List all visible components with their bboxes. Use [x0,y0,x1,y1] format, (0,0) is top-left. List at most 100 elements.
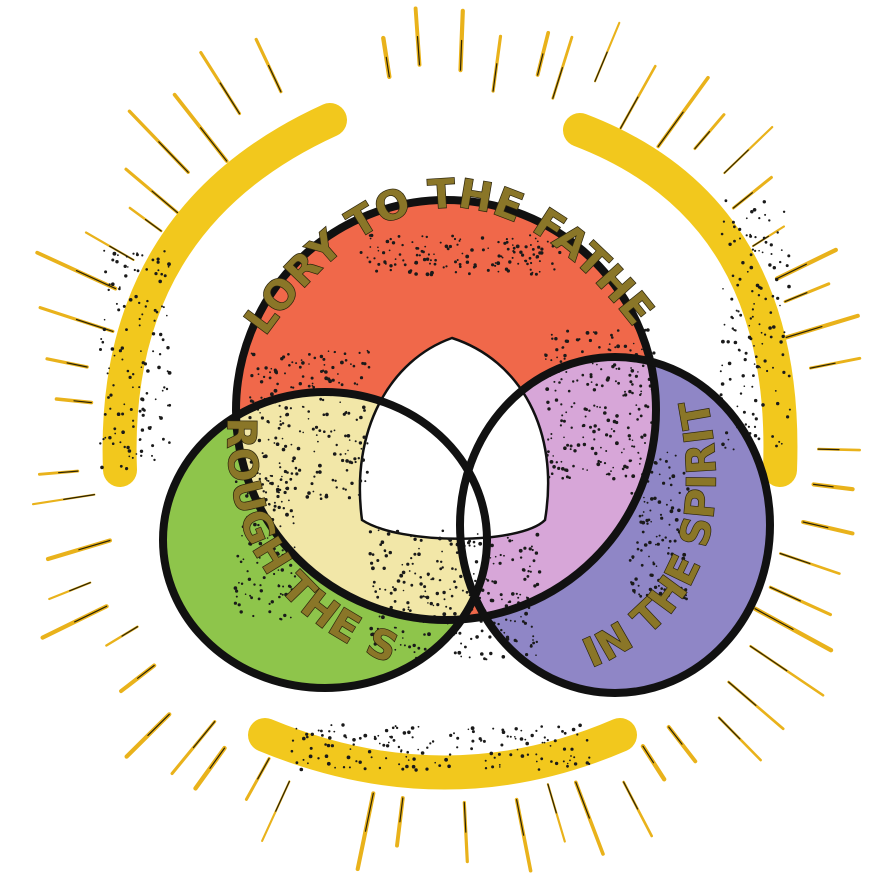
stipple-dot [318,730,320,732]
stipple-dot [496,261,500,265]
stipple-dot [284,372,286,374]
stipple-dot [634,592,636,594]
stipple-dot [356,419,358,421]
stipple-dot [270,475,272,477]
stipple-dot [600,447,602,449]
stipple-dot [515,727,518,730]
stipple-dot [459,240,461,242]
stipple-dot [382,744,385,747]
stipple-dot [392,241,395,244]
stipple-dot [132,373,134,375]
stipple-dot [532,642,535,645]
stipple-dot [728,362,732,366]
stipple-dot [163,250,165,252]
stipple-dot [474,263,477,266]
stipple-dot [550,437,552,439]
stipple-dot [776,402,779,405]
stipple-dot [540,251,544,255]
stipple-dot [366,442,368,444]
stipple-dot [363,409,366,412]
stipple-dot [148,426,151,429]
stipple-dot [259,412,261,414]
stipple-dot [356,383,358,385]
stipple-dot [303,759,305,761]
stipple-dot [624,393,627,396]
stipple-dot [758,294,760,296]
stipple-dot [360,251,363,254]
stipple-dot [538,570,541,573]
stipple-dot [388,742,390,744]
stipple-dot [410,536,412,538]
stipple-dot [341,383,344,386]
stipple-dot [379,767,381,769]
stipple-dot [333,452,337,456]
stipple-dot [424,596,426,598]
stipple-dot [665,460,668,463]
stipple-dot [522,620,525,623]
stipple-dot [245,593,247,595]
stipple-dot [514,639,517,642]
stipple-dot [654,461,657,464]
stipple-dot [564,447,566,449]
stipple-dot [291,444,293,446]
stipple-dot [660,514,662,516]
stipple-dot [779,305,781,307]
stipple-dot [725,431,728,434]
stipple-dot [240,610,243,613]
sun-ray-shadow [148,714,169,735]
stipple-dot [787,285,791,289]
stipple-dot [555,398,558,401]
stipple-dot [249,595,251,597]
stipple-dot [383,567,386,570]
stipple-dot [761,332,763,334]
stipple-dot [408,609,410,611]
stipple-dot [390,736,393,739]
stipple-dot [396,727,398,729]
stipple-dot [736,310,738,312]
sun-ray-shadow [770,587,800,601]
stipple-dot [308,363,310,365]
stipple-dot [453,732,455,734]
stipple-dot [108,289,110,291]
stipple-dot [334,767,336,769]
stipple-dot [638,585,640,587]
sun-ray-shadow [755,609,793,630]
stipple-dot [404,644,406,646]
stipple-dot [279,462,281,464]
stipple-dot [629,380,632,383]
stipple-dot [288,500,290,502]
stipple-dot [386,240,390,244]
stipple-dot [564,358,566,360]
stipple-dot [629,438,631,440]
stipple-dot [167,262,171,266]
stipple-dot [487,247,489,249]
stipple-dot [250,596,253,599]
stipple-dot [115,260,118,263]
stipple-dot [481,630,484,633]
stipple-dot [404,263,407,266]
stipple-dot [402,571,406,575]
stipple-dot [280,416,282,418]
stipple-dot [299,382,302,385]
stipple-dot [607,419,611,423]
stipple-dot [640,415,643,418]
stipple-dot [379,743,381,745]
stipple-dot [413,553,416,556]
stipple-dot [733,240,736,243]
stipple-dot [538,768,541,771]
stipple-dot [659,474,661,476]
stipple-dot [756,284,760,288]
stipple-dot [454,537,456,539]
stipple-dot [669,477,671,479]
stipple-dot [159,416,161,418]
stipple-dot [526,263,529,266]
stipple-dot [307,491,311,495]
stipple-dot [132,457,134,459]
stipple-dot [775,278,778,281]
stipple-dot [529,257,532,260]
stipple-dot [561,467,565,471]
stipple-dot [118,288,121,291]
stipple-dot [517,597,519,599]
stipple-dot [596,364,598,366]
stipple-dot [466,261,469,264]
